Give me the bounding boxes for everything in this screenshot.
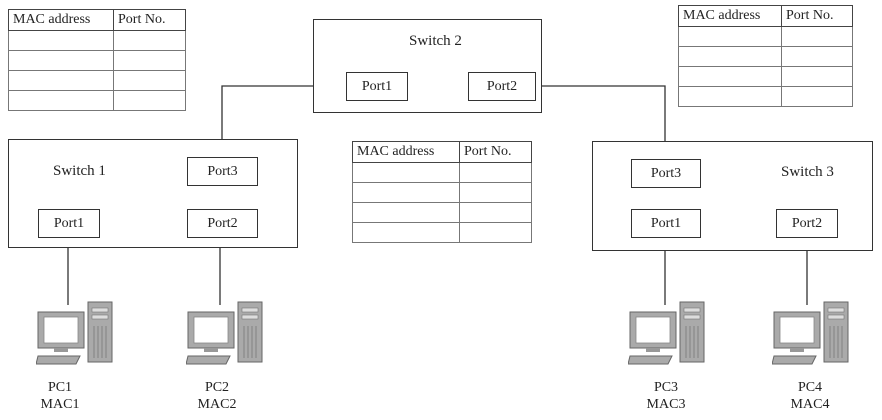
pc3-mac: MAC3 bbox=[646, 397, 686, 412]
table-row bbox=[352, 202, 532, 223]
mac-table-switch1: MAC address Port No. bbox=[8, 9, 186, 111]
monitor-screen bbox=[43, 316, 79, 344]
tower-bay bbox=[241, 314, 259, 320]
keyboard bbox=[186, 355, 231, 365]
pc2-computer-icon bbox=[186, 301, 263, 365]
switch-1-title: Switch 1 bbox=[53, 163, 106, 179]
tower-bay bbox=[91, 307, 109, 313]
table-cell bbox=[113, 90, 186, 111]
table-cell bbox=[8, 70, 114, 91]
table-cell bbox=[781, 86, 853, 107]
tower-bay bbox=[683, 307, 701, 313]
pc1-name: PC1 bbox=[47, 380, 73, 395]
mac-table-header-port: Port No. bbox=[459, 141, 532, 163]
pc-graphic bbox=[186, 301, 263, 365]
table-cell bbox=[113, 30, 186, 51]
switch-3-port1: Port1 bbox=[631, 209, 701, 238]
mac-table-switch2: MAC address Port No. bbox=[352, 141, 532, 243]
table-cell bbox=[781, 46, 853, 67]
monitor-screen bbox=[779, 316, 815, 344]
table-cell bbox=[459, 222, 532, 243]
table-row bbox=[8, 30, 186, 51]
tower-bay bbox=[683, 314, 701, 320]
table-row bbox=[352, 182, 532, 203]
pc4-computer-icon bbox=[772, 301, 849, 365]
table-cell bbox=[678, 66, 782, 87]
pc4-name: PC4 bbox=[797, 380, 823, 395]
pc2-name: PC2 bbox=[204, 380, 230, 395]
monitor-stand bbox=[204, 348, 218, 352]
pc1-label: PC1 MAC1 bbox=[30, 379, 90, 413]
pc1-computer-icon bbox=[36, 301, 113, 365]
pc4-label: PC4 MAC4 bbox=[780, 379, 840, 413]
switch-1-port3: Port3 bbox=[187, 157, 258, 186]
switch-3-port3: Port3 bbox=[631, 159, 701, 188]
table-row bbox=[678, 86, 853, 107]
monitor-stand bbox=[790, 348, 804, 352]
table-cell bbox=[678, 86, 782, 107]
pc3-label: PC3 MAC3 bbox=[636, 379, 696, 413]
keyboard bbox=[36, 355, 81, 365]
table-cell bbox=[352, 222, 460, 243]
table-row bbox=[8, 70, 186, 91]
pc3-name: PC3 bbox=[653, 380, 679, 395]
table-row bbox=[8, 50, 186, 71]
pc4-mac: MAC4 bbox=[790, 397, 830, 412]
mac-table-header-port: Port No. bbox=[781, 5, 853, 27]
pc1-mac: MAC1 bbox=[40, 397, 80, 412]
link-sw1port3-sw2port1 bbox=[221, 85, 346, 158]
switch-3-port2: Port2 bbox=[776, 209, 838, 238]
table-row bbox=[678, 26, 853, 47]
link-sw2port2-sw3port3 bbox=[536, 85, 666, 160]
table-row bbox=[8, 90, 186, 111]
switch-2-port2: Port2 bbox=[468, 72, 536, 101]
switch-2-title: Switch 2 bbox=[409, 33, 462, 49]
table-row bbox=[352, 162, 532, 183]
tower-bay bbox=[827, 314, 845, 320]
tower-bay bbox=[91, 314, 109, 320]
table-cell bbox=[352, 162, 460, 183]
table-cell bbox=[8, 90, 114, 111]
table-row bbox=[678, 66, 853, 87]
table-cell bbox=[352, 202, 460, 223]
pc-graphic bbox=[36, 301, 113, 365]
table-cell bbox=[678, 26, 782, 47]
table-cell bbox=[8, 30, 114, 51]
pc3-computer-icon bbox=[628, 301, 705, 365]
mac-table-header-mac: MAC address bbox=[8, 9, 114, 31]
monitor-screen bbox=[193, 316, 229, 344]
mac-table-header-mac: MAC address bbox=[678, 5, 782, 27]
mac-table-switch3: MAC address Port No. bbox=[678, 5, 853, 107]
tower-bay bbox=[827, 307, 845, 313]
pc-graphic bbox=[628, 301, 705, 365]
table-cell bbox=[781, 66, 853, 87]
table-cell bbox=[352, 182, 460, 203]
mac-table-header-mac: MAC address bbox=[352, 141, 460, 163]
keyboard bbox=[772, 355, 817, 365]
monitor-screen bbox=[635, 316, 671, 344]
table-cell bbox=[781, 26, 853, 47]
switch-2-port1: Port1 bbox=[346, 72, 408, 101]
tower-bay bbox=[241, 307, 259, 313]
switch-1-port2: Port2 bbox=[187, 209, 258, 238]
table-cell bbox=[8, 50, 114, 71]
table-row bbox=[352, 222, 532, 243]
table-cell bbox=[459, 162, 532, 183]
table-row bbox=[678, 46, 853, 67]
table-cell bbox=[459, 202, 532, 223]
table-cell bbox=[459, 182, 532, 203]
table-cell bbox=[113, 50, 186, 71]
switch-3-title: Switch 3 bbox=[781, 164, 834, 180]
switch-1-port1: Port1 bbox=[38, 209, 100, 238]
mac-table-header-port: Port No. bbox=[113, 9, 186, 31]
keyboard bbox=[628, 355, 673, 365]
table-cell bbox=[113, 70, 186, 91]
pc2-mac: MAC2 bbox=[197, 397, 237, 412]
pc-graphic bbox=[772, 301, 849, 365]
table-cell bbox=[678, 46, 782, 67]
monitor-stand bbox=[646, 348, 660, 352]
pc2-label: PC2 MAC2 bbox=[187, 379, 247, 413]
monitor-stand bbox=[54, 348, 68, 352]
